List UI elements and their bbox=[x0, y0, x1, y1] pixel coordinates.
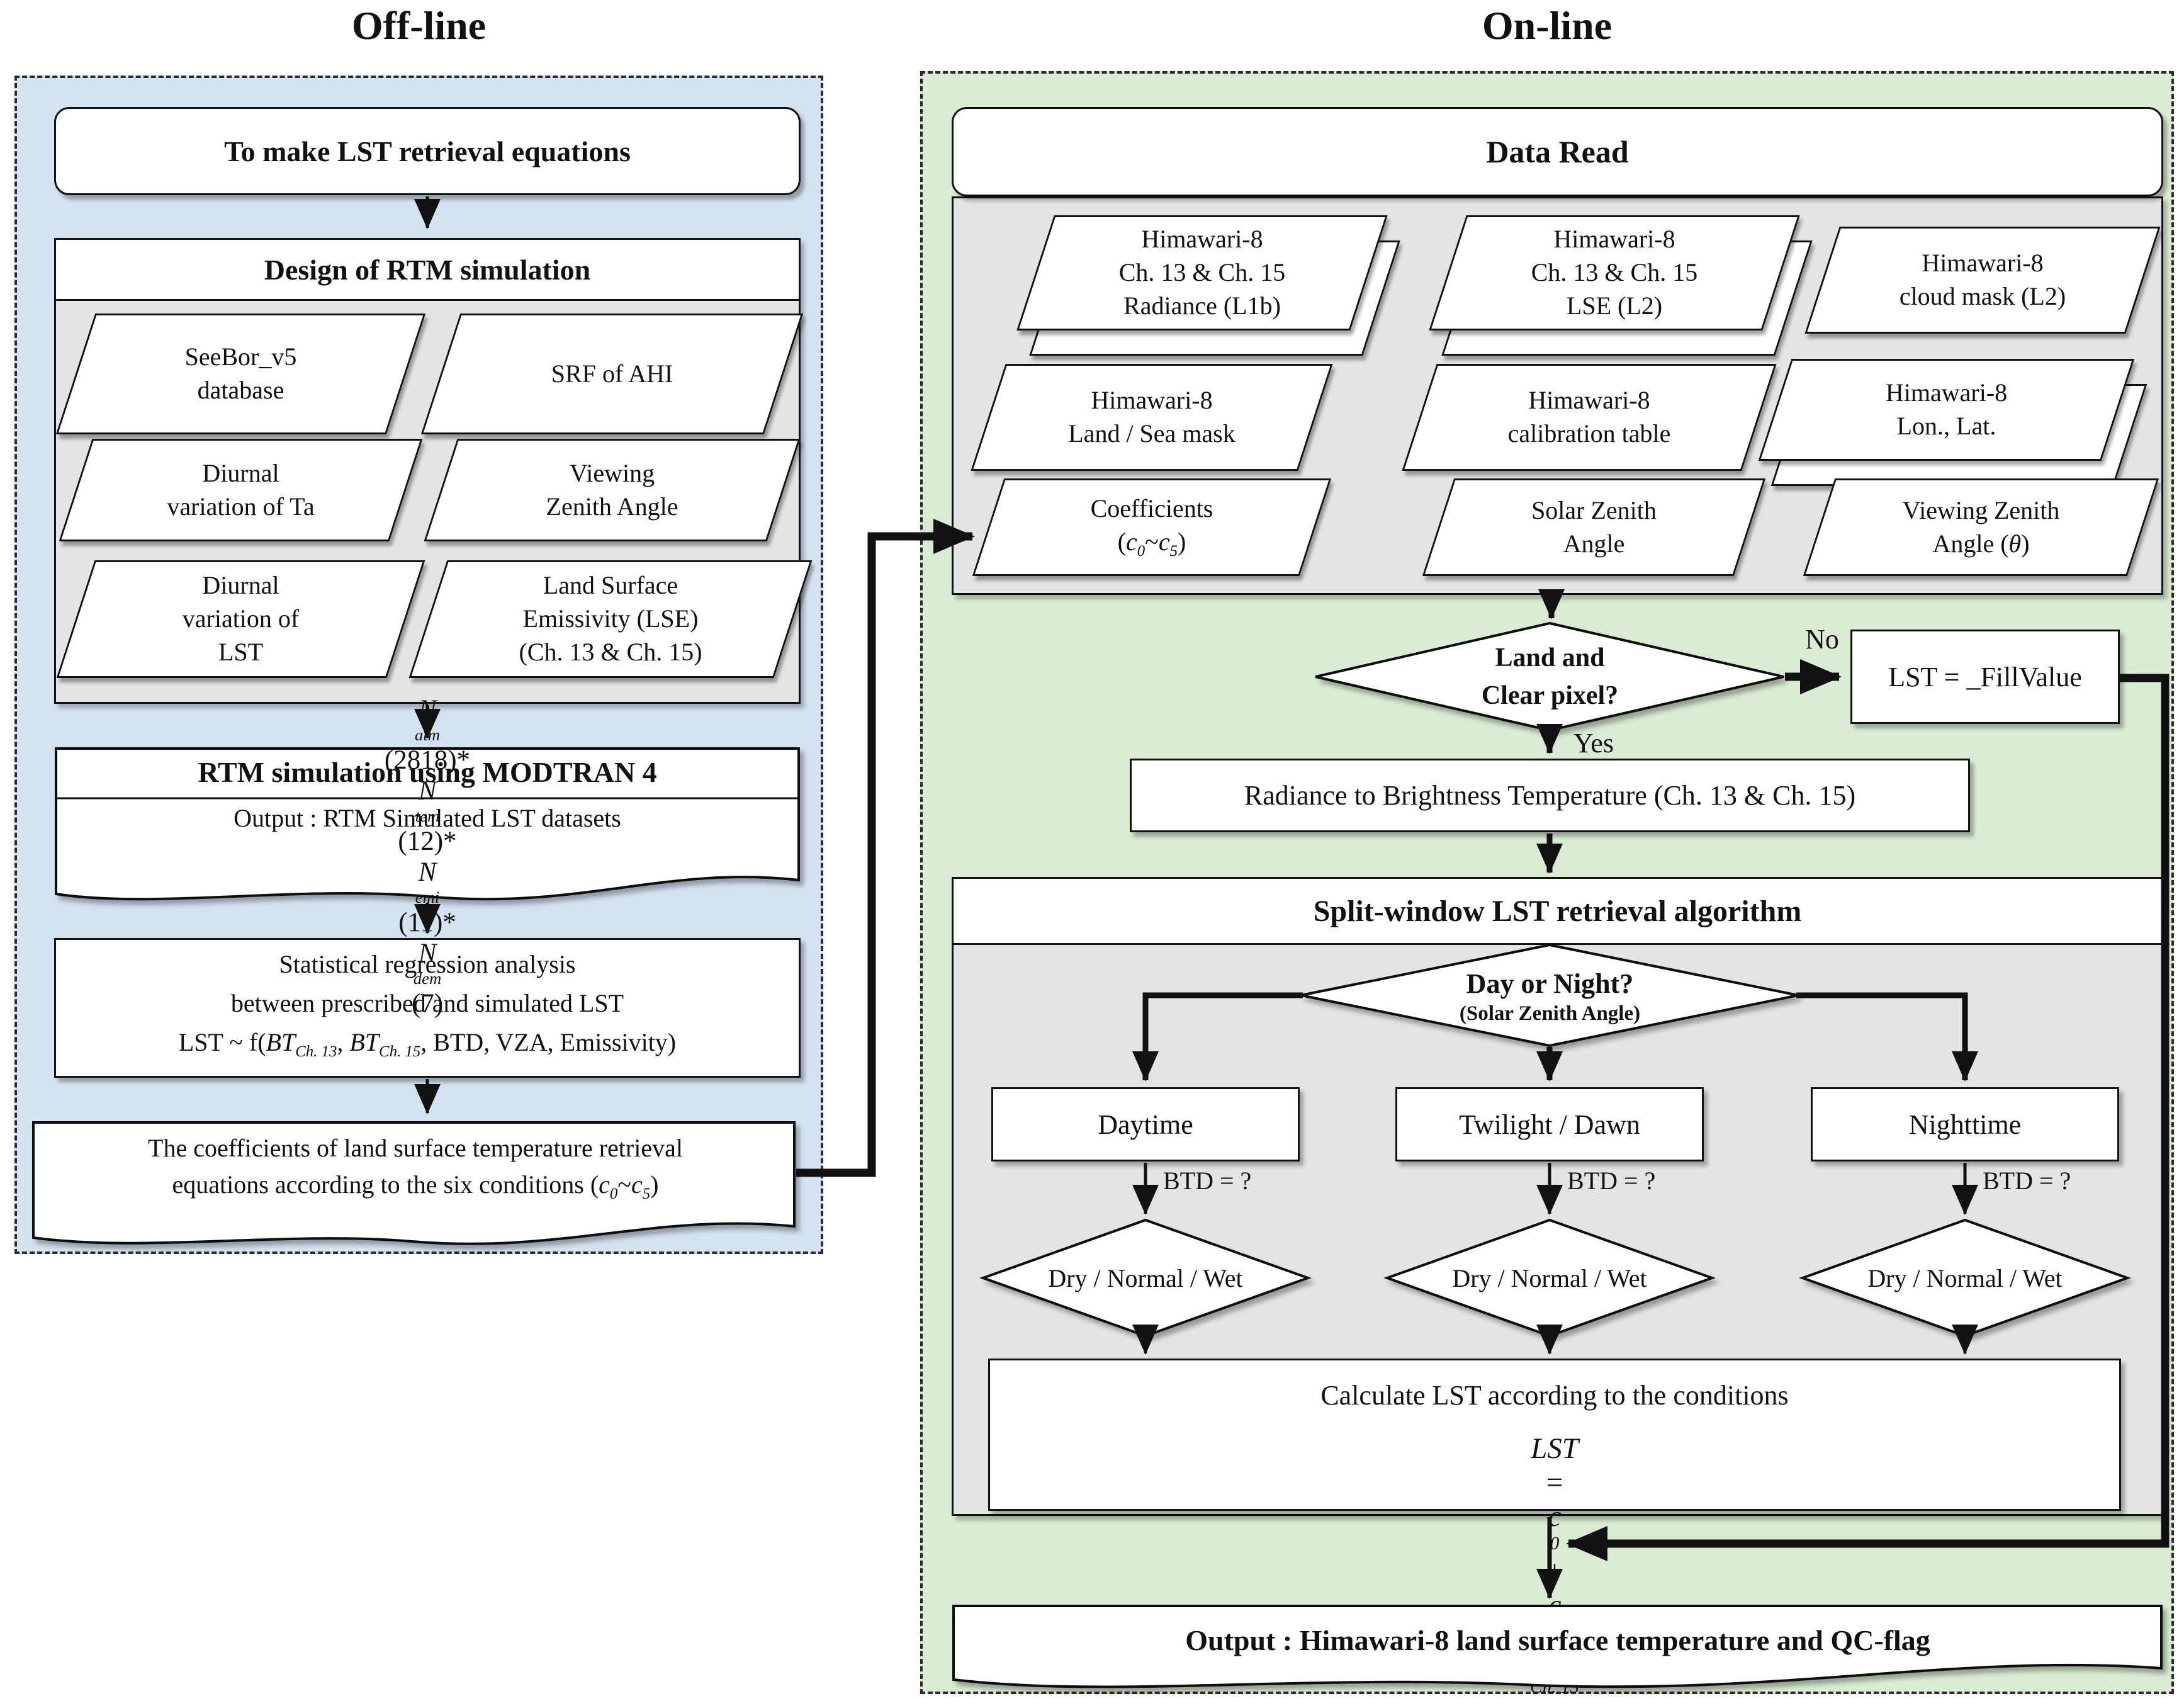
regression-line1: Statistical regression analysis bbox=[279, 949, 576, 978]
para-line: Radiance (L1b) bbox=[1123, 291, 1281, 320]
para-line: database bbox=[197, 376, 284, 404]
decision-line: Day or Night? bbox=[1466, 968, 1634, 999]
para-line: Land / Sea mask bbox=[1068, 419, 1236, 448]
para-line: (c0~c5) bbox=[1117, 528, 1186, 560]
para-line: Himawari-8 bbox=[1141, 225, 1263, 254]
para-line: Viewing Zenith bbox=[1902, 495, 2060, 524]
branch-twilight-dawn: Twilight / Dawn bbox=[1395, 1087, 1704, 1161]
rtm-sim-title: RTM simulation using MODTRAN 4 bbox=[198, 755, 657, 788]
design-rtm-title: Design of RTM simulation bbox=[56, 240, 799, 301]
para-line: Emissivity (LSE) bbox=[522, 604, 699, 633]
decision-line: Land and bbox=[1495, 643, 1605, 672]
calculate-lst-line: Calculate LST according to the condition… bbox=[1320, 1380, 1789, 1411]
input-seebor-database: SeeBor_v5 database bbox=[55, 314, 426, 434]
input-diurnal-lst: Diurnal variation of LST bbox=[56, 560, 425, 678]
para-line: LSE (L2) bbox=[1566, 291, 1663, 320]
input-calibration-table: Himawari-8 calibration table bbox=[1402, 364, 1777, 471]
para-line: Himawari-8 bbox=[1885, 378, 2008, 407]
branch-daytime: Daytime bbox=[991, 1087, 1300, 1161]
regression-line2: between prescribed and simulated LST bbox=[230, 988, 624, 1017]
para-line: variation of bbox=[182, 604, 300, 633]
para-line: Himawari-8 bbox=[1922, 249, 2044, 278]
regression-box: Statistical regression analysis between … bbox=[54, 938, 801, 1078]
coefficients-doc-shape bbox=[32, 1121, 796, 1245]
decision-line: (Solar Zenith Angle) bbox=[1459, 1002, 1641, 1025]
para-line: Angle bbox=[1563, 529, 1625, 558]
decision-day-night-text: Day or Night? (Solar Zenith Angle) bbox=[1322, 959, 1778, 1034]
input-cloud-mask: Himawari-8 cloud mask (L2) bbox=[1804, 227, 2161, 334]
para-line: Viewing bbox=[569, 458, 655, 487]
rtm-doc-shape bbox=[55, 747, 800, 901]
btd-label-daytime: BTD = ? bbox=[1163, 1167, 1252, 1195]
para-line: Himawari-8 bbox=[1091, 386, 1213, 415]
para-line: Zenith Angle bbox=[546, 492, 678, 521]
decision-land-clear-text: Land and Clear pixel? bbox=[1378, 633, 1721, 721]
online-title: On-line bbox=[1482, 3, 1613, 48]
para-line: variation of Ta bbox=[167, 492, 315, 521]
para-line: Diurnal bbox=[202, 458, 279, 487]
para-line: Himawari-8 bbox=[1528, 386, 1650, 415]
decision-line: Clear pixel? bbox=[1481, 681, 1619, 710]
data-read-title: Data Read bbox=[952, 107, 2163, 196]
para-line: (Ch. 13 & Ch. 15) bbox=[519, 637, 702, 666]
para-line: SRF of AHI bbox=[551, 359, 673, 388]
input-diurnal-ta: Diurnal variation of Ta bbox=[59, 439, 423, 541]
arrow-coefficients-to-online bbox=[796, 519, 975, 1177]
radiance-to-bt-box: Radiance to Brightness Temperature (Ch. … bbox=[1130, 759, 1970, 832]
coefficients-line2: equations according to the six condition… bbox=[172, 1170, 659, 1202]
branch-nighttime: Nighttime bbox=[1811, 1087, 2119, 1161]
input-coefficients: Coefficients (c0~c5) bbox=[972, 478, 1332, 576]
no-label: No bbox=[1805, 623, 1839, 655]
offline-goal-box: To make LST retrieval equations bbox=[54, 107, 801, 195]
output-box-text: Output : Himawari-8 land surface tempera… bbox=[1185, 1624, 1930, 1656]
fill-value-box: LST = _FillValue bbox=[1850, 630, 2120, 724]
input-srf-ahi: SRF of AHI bbox=[420, 314, 804, 434]
btd-label-twilight: BTD = ? bbox=[1567, 1167, 1656, 1195]
para-line: Diurnal bbox=[202, 571, 279, 600]
para-line: Coefficients bbox=[1090, 494, 1213, 523]
para-line: cloud mask (L2) bbox=[1899, 282, 2066, 310]
decision-day-night-diamond bbox=[1300, 943, 1799, 1048]
yes-label: Yes bbox=[1573, 728, 1614, 759]
para-line: Ch. 13 & Ch. 15 bbox=[1531, 258, 1698, 287]
regression-line3: LST ~ f(BTCh. 13, BTCh. 15, BTD, VZA, Em… bbox=[178, 1027, 677, 1060]
calculate-lst-box: Calculate LST according to the condition… bbox=[988, 1359, 2121, 1701]
coefficients-line1: The coefficients of land surface tempera… bbox=[148, 1133, 683, 1162]
para-line: Angle (θ) bbox=[1932, 529, 2030, 558]
moisture-decision-nighttime-text: Dry / Normal / Wet bbox=[1867, 1263, 2063, 1292]
moisture-decision-daytime-text: Dry / Normal / Wet bbox=[1048, 1263, 1243, 1292]
arrow-daynight-to-nighttime bbox=[1796, 992, 1978, 1082]
para-line: Solar Zenith bbox=[1531, 495, 1657, 524]
para-line: Land Surface bbox=[543, 571, 678, 600]
para-line: calibration table bbox=[1507, 419, 1671, 448]
para-line: LST bbox=[218, 637, 264, 666]
coefficients-box-text: The coefficients of land surface tempera… bbox=[44, 1133, 787, 1209]
rtm-output-line: Output : RTM Simulated LST datasets bbox=[234, 804, 621, 832]
para-line: SeeBor_v5 bbox=[184, 342, 297, 371]
offline-title: Off-line bbox=[351, 3, 487, 48]
arrow-fillvalue-return bbox=[1566, 674, 2170, 1561]
para-line: Lon., Lat. bbox=[1896, 412, 1996, 440]
btd-label-nighttime: BTD = ? bbox=[1983, 1167, 2071, 1195]
output-doc-shape bbox=[952, 1605, 2163, 1688]
moisture-decision-twilight-text: Dry / Normal / Wet bbox=[1452, 1263, 1647, 1292]
para-line: Ch. 13 & Ch. 15 bbox=[1118, 258, 1286, 287]
split-window-title: Split-window LST retrieval algorithm bbox=[954, 879, 2161, 945]
para-line: Himawari-8 bbox=[1553, 225, 1675, 254]
arrow-daynight-to-daytime bbox=[1132, 992, 1303, 1082]
